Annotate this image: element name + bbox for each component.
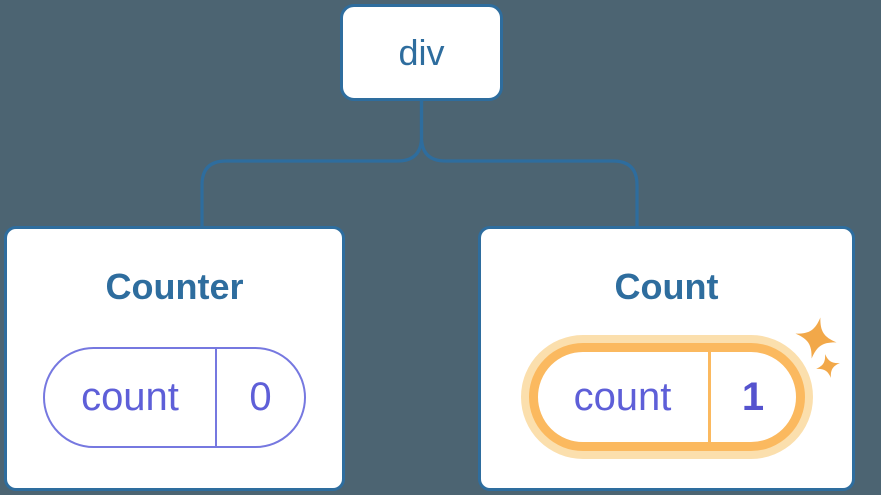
state-pill-highlighted: count 1 <box>528 343 805 451</box>
state-value-cell: 1 <box>711 352 796 442</box>
component-card-counter: Counter count 0 <box>4 226 345 491</box>
pill-divider <box>707 352 711 442</box>
state-key-label: count <box>573 374 672 419</box>
state-key-cell: count <box>45 349 215 446</box>
pill-divider <box>215 349 217 446</box>
state-value: 1 <box>741 374 765 419</box>
component-title: Count <box>614 266 719 307</box>
connector-left-branch <box>200 100 424 227</box>
state-value-cell: 0 <box>217 349 304 446</box>
state-key-cell: count <box>538 352 708 442</box>
component-card-count: Count count 1 <box>478 226 855 491</box>
state-value: 0 <box>249 375 272 419</box>
root-node-div: div <box>340 4 503 101</box>
root-node-label: div <box>398 31 445 73</box>
state-key-label: count <box>81 375 179 419</box>
component-title: Counter <box>105 266 244 307</box>
state-pill: count 0 <box>43 347 306 448</box>
connector-right-branch <box>419 100 639 227</box>
